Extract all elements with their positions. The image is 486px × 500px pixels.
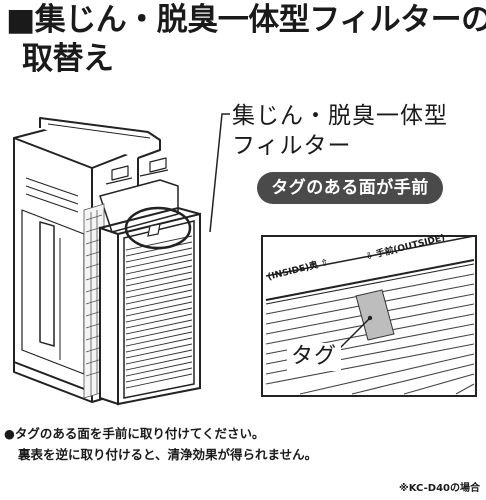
tag-leader-line xyxy=(335,317,371,353)
title-line-1: ■集じん・脱臭一体型フィルターの xyxy=(6,2,486,38)
callout-line-2: フィルター xyxy=(232,133,352,159)
filter-tag xyxy=(355,289,395,341)
instruction-notes: ●タグのある面を手前に取り付けてください。 裏表を逆に取り付けると、清浄効果が得… xyxy=(4,423,482,465)
highlight-oval xyxy=(124,206,192,250)
note-line-2: 裏表を逆に取り付けると、清浄効果が得られません。 xyxy=(18,447,318,462)
model-note: ※KC-D40の場合 xyxy=(399,483,480,494)
filter-panel xyxy=(99,206,201,406)
tag-label: タグ xyxy=(287,343,342,371)
filter-callout: 集じん・脱臭一体型 フィルター xyxy=(232,101,482,161)
filter-tag-mark xyxy=(147,223,161,237)
callout-line-1: 集じん・脱臭一体型 xyxy=(232,103,448,129)
callout-leader-line xyxy=(209,113,230,233)
title-line-2: 取替え xyxy=(22,41,114,77)
tag-facing-badge: タグのある面が手前 xyxy=(257,172,443,204)
page-title: ■集じん・脱臭一体型フィルターの 取替え xyxy=(6,2,486,77)
note-line-1: ●タグのある面を手前に取り付けてください。 xyxy=(4,426,265,441)
